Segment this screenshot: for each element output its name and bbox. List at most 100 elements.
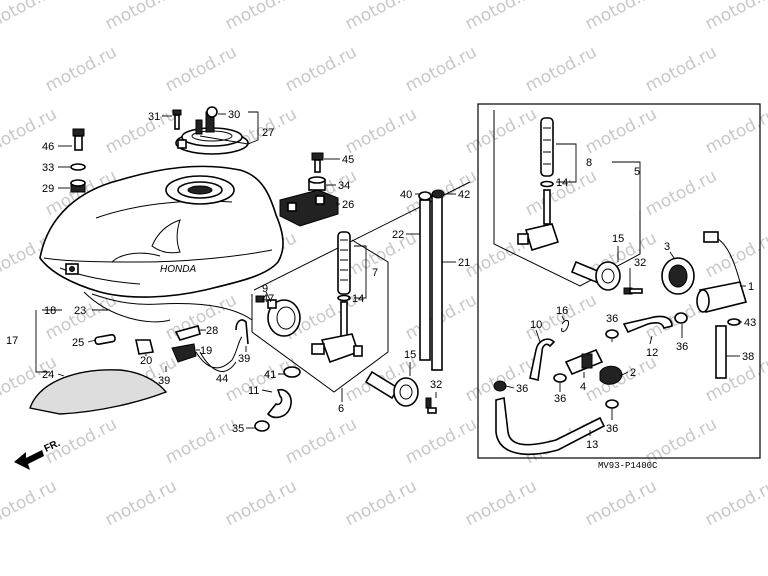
watermark-text: motod.ru bbox=[222, 0, 300, 34]
fuel-strainer-4 bbox=[564, 348, 604, 376]
callout-44: 44 bbox=[216, 373, 228, 385]
callout-32-a: 32 bbox=[430, 379, 442, 391]
callout-6: 6 bbox=[338, 403, 344, 415]
clamp-35 bbox=[254, 420, 270, 432]
callout-10: 10 bbox=[530, 319, 542, 331]
drain-tube-21 bbox=[431, 195, 443, 371]
watermark-text: motod.ru bbox=[702, 104, 768, 158]
clip-40 bbox=[418, 191, 432, 201]
watermark-text: motod.ru bbox=[102, 104, 180, 158]
clip-20 bbox=[135, 339, 154, 355]
watermark-text: motod.ru bbox=[702, 352, 768, 406]
watermark-text: motod.ru bbox=[342, 476, 420, 530]
strainer-7 bbox=[337, 231, 351, 339]
callout-14-a: 14 bbox=[352, 293, 364, 305]
hose-38 bbox=[715, 325, 727, 379]
callout-36-d: 36 bbox=[554, 393, 566, 405]
callout-39-a: 39 bbox=[238, 353, 250, 365]
callout-13: 13 bbox=[586, 439, 598, 451]
watermark-text: motod.ru bbox=[0, 0, 60, 34]
watermark-text: motod.ru bbox=[522, 166, 600, 220]
callout-35: 35 bbox=[232, 423, 244, 435]
watermark-text: motod.ru bbox=[522, 42, 600, 96]
callout-23: 23 bbox=[74, 305, 86, 317]
callout-24: 24 bbox=[42, 369, 54, 381]
watermark-text: motod.ru bbox=[462, 476, 540, 530]
bolt-45 bbox=[311, 152, 324, 173]
watermark-text: motod.ru bbox=[162, 42, 240, 96]
callout-25: 25 bbox=[72, 337, 84, 349]
callout-2: 2 bbox=[630, 367, 636, 379]
callout-47: 47 bbox=[262, 293, 274, 305]
callout-8: 8 bbox=[586, 157, 592, 169]
callout-15-b: 15 bbox=[612, 233, 624, 245]
callout-4: 4 bbox=[580, 381, 586, 393]
callout-34: 34 bbox=[338, 180, 350, 192]
callout-16: 16 bbox=[556, 305, 568, 317]
watermark-text: motod.ru bbox=[642, 42, 720, 96]
watermark-text: motod.ru bbox=[342, 104, 420, 158]
watermark-text: motod.ru bbox=[282, 42, 360, 96]
callout-27: 27 bbox=[262, 127, 274, 139]
bolt-46 bbox=[72, 128, 85, 151]
bolt-31 bbox=[172, 109, 182, 130]
callout-11: 11 bbox=[248, 385, 259, 397]
callout-7: 7 bbox=[372, 267, 378, 279]
watermark-text: motod.ru bbox=[462, 104, 540, 158]
watermark-text: motod.ru bbox=[342, 0, 420, 34]
valve-lever-15 bbox=[364, 370, 419, 407]
watermark-text: motod.ru bbox=[162, 414, 240, 468]
watermark-text: motod.ru bbox=[402, 414, 480, 468]
fuel-filter-3 bbox=[661, 257, 695, 295]
callout-29: 29 bbox=[42, 183, 54, 195]
callout-36-a: 36 bbox=[606, 313, 618, 325]
watermark-text: motod.ru bbox=[402, 42, 480, 96]
callout-45: 45 bbox=[342, 154, 354, 166]
hose-12 bbox=[622, 315, 673, 334]
watermark-text: motod.ru bbox=[702, 476, 768, 530]
watermark-text: motod.ru bbox=[102, 0, 180, 34]
fuel-valve-5 bbox=[517, 223, 560, 252]
watermark-text: motod.ru bbox=[222, 476, 300, 530]
callout-18: 18 bbox=[44, 305, 56, 317]
callout-38: 38 bbox=[742, 351, 754, 363]
callout-33: 33 bbox=[42, 162, 54, 174]
watermark-text: motod.ru bbox=[462, 0, 540, 34]
watermark-text: motod.ru bbox=[282, 414, 360, 468]
watermark-text: motod.ru bbox=[582, 104, 660, 158]
watermark-text: motod.ru bbox=[522, 290, 600, 344]
clamp-36-b bbox=[605, 329, 619, 339]
clip-16 bbox=[561, 319, 569, 333]
bracket-28 bbox=[174, 325, 201, 341]
watermark-text: motod.ru bbox=[342, 228, 420, 282]
fuel-pump-9 bbox=[267, 299, 301, 337]
callout-36-b: 36 bbox=[676, 341, 688, 353]
hose-13 bbox=[495, 397, 606, 456]
callout-1: 1 bbox=[748, 281, 754, 293]
callout-31: 31 bbox=[148, 111, 160, 123]
callout-43: 43 bbox=[744, 317, 756, 329]
screw-47 bbox=[255, 295, 265, 303]
rubber-pad-25 bbox=[94, 333, 116, 346]
clamp-36-c bbox=[553, 373, 567, 383]
fuel-pump-1 bbox=[696, 231, 748, 313]
callout-41: 41 bbox=[264, 369, 276, 381]
brand-label: HONDA bbox=[160, 264, 196, 275]
screw-32 bbox=[425, 397, 437, 414]
callout-39-b: 39 bbox=[158, 375, 170, 387]
clip-42 bbox=[431, 189, 445, 199]
hose-44 bbox=[195, 333, 245, 369]
fuel-tank: HONDA bbox=[39, 165, 284, 323]
hose-39 bbox=[235, 319, 249, 345]
fuel-valve-body bbox=[311, 333, 363, 364]
callout-36-c: 36 bbox=[516, 383, 528, 395]
callout-20: 20 bbox=[140, 355, 152, 367]
leader-lines bbox=[35, 111, 746, 436]
watermark-text: motod.ru bbox=[162, 290, 240, 344]
watermark-text: motod.ru bbox=[42, 42, 120, 96]
callout-15-a: 15 bbox=[404, 349, 416, 361]
valve-lever-15-right bbox=[570, 260, 621, 291]
callout-3: 3 bbox=[664, 241, 670, 253]
callout-26: 26 bbox=[342, 199, 354, 211]
